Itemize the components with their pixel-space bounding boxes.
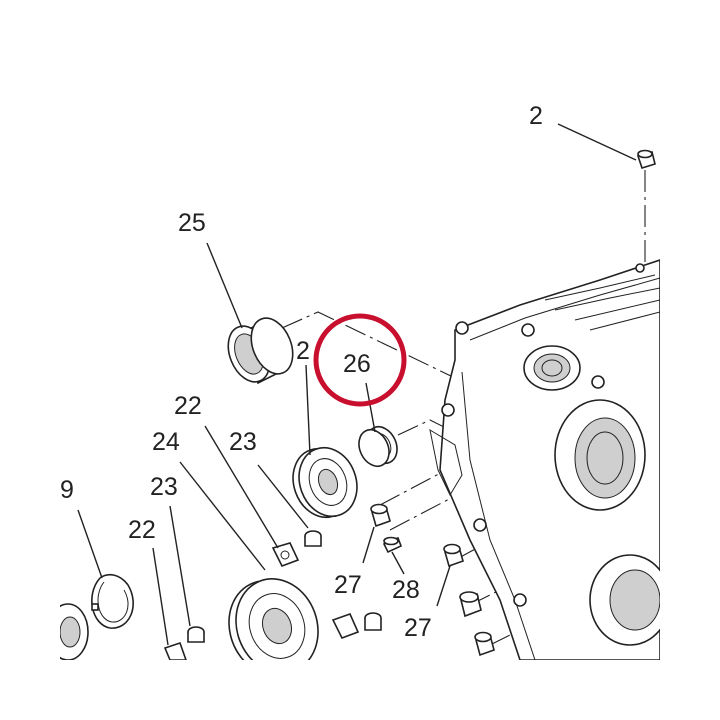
dowel-27-c <box>459 591 482 618</box>
highlight-circle <box>313 313 407 407</box>
callout-23-upper: 23 <box>229 428 257 456</box>
screw-upper <box>304 530 322 547</box>
callout-9: 9 <box>60 476 74 504</box>
stud-28 <box>382 536 403 554</box>
dowel-27-a <box>370 503 391 528</box>
tab-washer-upper <box>271 542 300 568</box>
needle-roller-bearing <box>227 317 294 385</box>
callout-22-lower: 22 <box>128 516 156 544</box>
callout-24: 24 <box>152 428 180 456</box>
crankcase-housing <box>429 259 660 660</box>
tab-washer-lower-left <box>163 641 187 660</box>
dowel-27-b <box>443 543 464 568</box>
callout-27-left: 27 <box>334 571 362 599</box>
tab-washer-lower-right <box>331 612 360 640</box>
bearing-left-edge <box>60 603 89 660</box>
callout-27-right: 27 <box>404 614 432 642</box>
dowel-27-d <box>474 631 495 657</box>
ball-bearing-upper <box>292 446 358 519</box>
dowel-pin-top <box>636 149 656 169</box>
screw-lower-right <box>364 612 382 631</box>
callout-23-lower: 23 <box>150 473 178 501</box>
screw-lower-left <box>187 626 205 643</box>
callout-2-top: 2 <box>529 102 543 130</box>
ball-bearing-lower <box>228 578 319 660</box>
circlip <box>91 573 134 629</box>
callout-26: 26 <box>343 350 371 378</box>
callout-2-mid: 2 <box>296 337 310 365</box>
oil-seal <box>358 425 398 468</box>
callout-labels: 2 25 2 26 22 24 23 9 23 22 27 28 27 <box>60 102 543 642</box>
callout-22-upper: 22 <box>174 392 202 420</box>
callout-28: 28 <box>392 576 420 604</box>
callout-25: 25 <box>178 209 206 237</box>
leader-lines <box>77 123 637 646</box>
